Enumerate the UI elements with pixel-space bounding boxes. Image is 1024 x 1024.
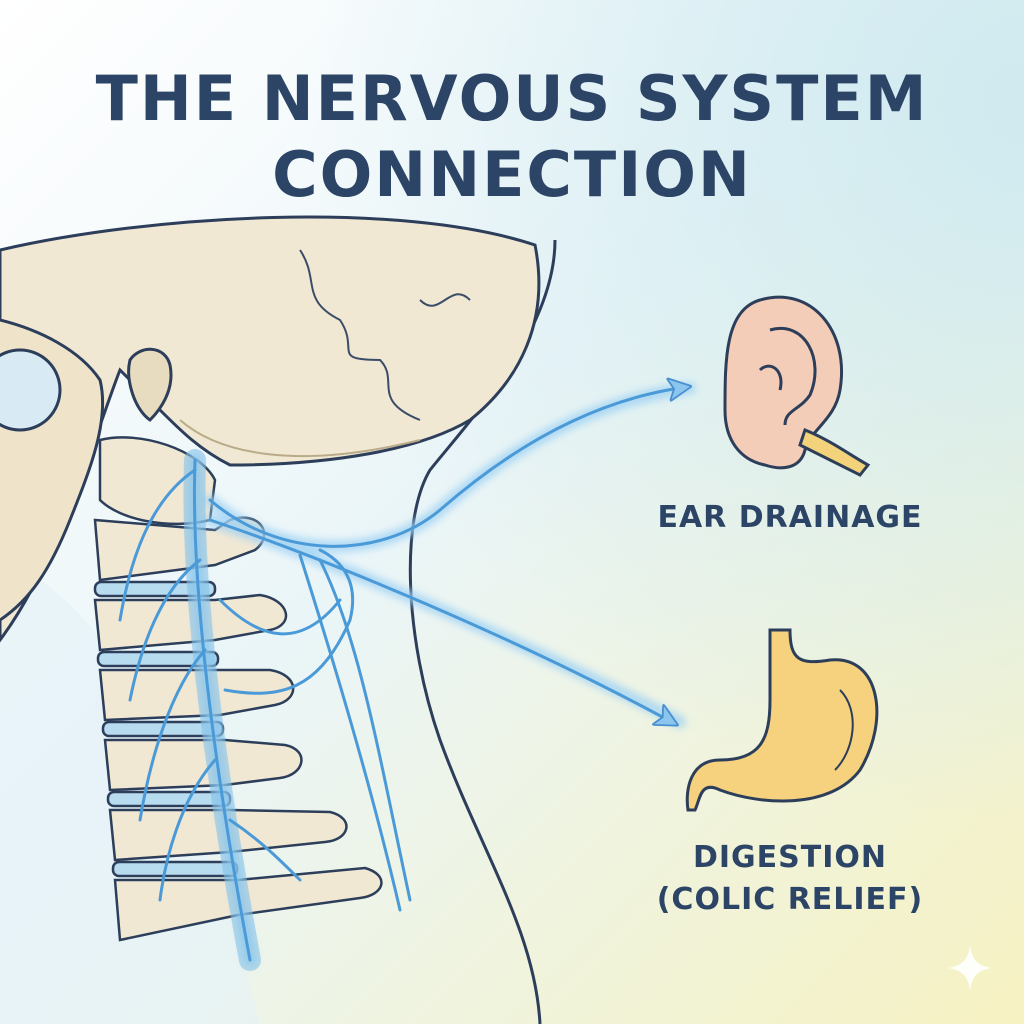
colic-relief-label: (COLIC RELIEF)	[656, 882, 924, 917]
ear-icon	[723, 295, 871, 477]
nerve-illustration	[118, 388, 696, 971]
arrow-to-stomach	[208, 518, 668, 720]
title-line-1: THE NERVOUS SYSTEM	[95, 62, 929, 135]
title-line-2: CONNECTION	[272, 138, 752, 211]
digestion-label: DIGESTION	[692, 840, 888, 875]
stomach-icon	[685, 628, 879, 812]
ear-drainage-label: EAR DRAINAGE	[657, 500, 923, 535]
arrow-to-ear	[208, 388, 680, 548]
skull-illustration	[0, 215, 541, 643]
sparkle-icon	[948, 945, 992, 991]
